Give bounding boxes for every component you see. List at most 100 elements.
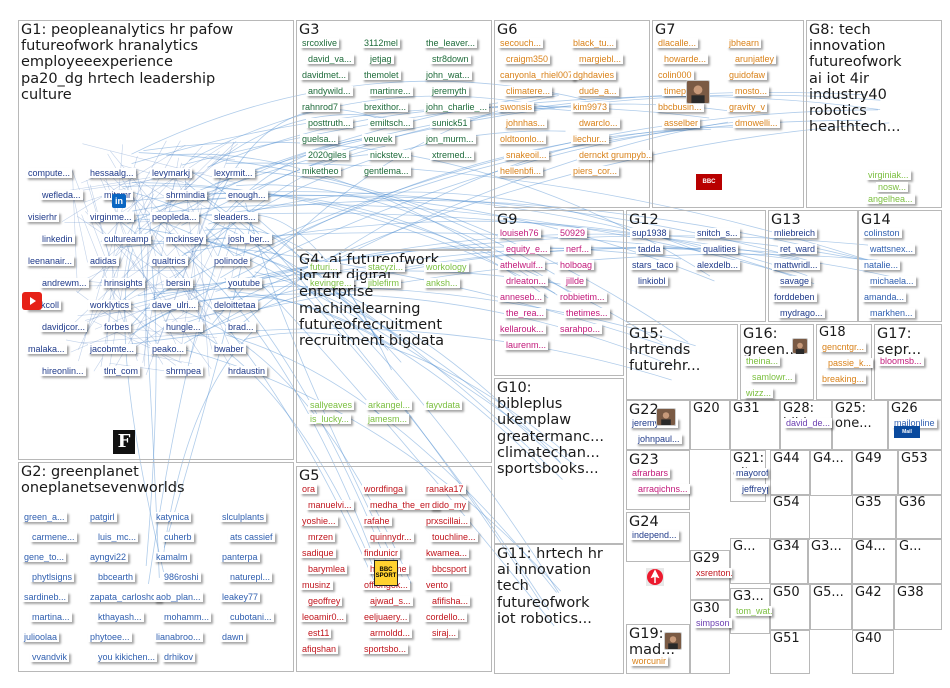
node-label[interactable]: dido_my	[430, 500, 468, 510]
bbc-sport-logo-icon[interactable]: BBC SPORT	[374, 560, 398, 586]
node-label[interactable]: cultureamp	[102, 234, 151, 244]
node-label[interactable]: hellenbfi...	[498, 166, 543, 176]
node-label[interactable]: 986roshi	[162, 572, 201, 582]
node-label[interactable]: dlacalle...	[656, 38, 698, 48]
node-label[interactable]: brad...	[226, 322, 256, 332]
node-label[interactable]: gencntgr...	[820, 342, 866, 352]
node-label[interactable]: sallyeaves	[308, 400, 354, 410]
node-label[interactable]: tadda	[636, 244, 663, 254]
node-label[interactable]: asselber	[662, 118, 700, 128]
node-label[interactable]: hrinsights	[102, 278, 145, 288]
forbes-logo-icon[interactable]: F	[113, 430, 135, 454]
node-label[interactable]: drleaton...	[504, 276, 548, 286]
profile-photo-icon[interactable]	[656, 408, 676, 426]
node-label[interactable]: hireonlin...	[40, 366, 86, 376]
bbc-news-logo-icon[interactable]: BBC NEWS	[696, 174, 722, 190]
node-label[interactable]: nosw...	[876, 182, 908, 192]
node-label[interactable]: colinston	[862, 228, 902, 238]
node-label[interactable]: arkangel...	[366, 400, 412, 410]
node-label[interactable]: themolet	[362, 70, 401, 80]
node-label[interactable]: martina...	[30, 612, 72, 622]
node-label[interactable]: jamesm...	[366, 414, 409, 424]
node-label[interactable]: michaela...	[868, 276, 916, 286]
node-label[interactable]: worcunir	[630, 656, 668, 666]
node-label[interactable]: wattsnex...	[868, 244, 915, 254]
node-label[interactable]: johnhas...	[504, 118, 547, 128]
node-label[interactable]: jiblefirm	[366, 278, 401, 288]
node-label[interactable]: findunicr	[362, 548, 400, 558]
node-label[interactable]: craigm350	[504, 54, 550, 64]
node-label[interactable]: armoldd...	[368, 628, 412, 638]
node-label[interactable]: independ...	[630, 530, 679, 540]
node-label[interactable]: cuherb	[162, 532, 194, 542]
node-label[interactable]: bersin	[164, 278, 193, 288]
node-label[interactable]: siraj...	[430, 628, 458, 638]
node-label[interactable]: louiseh76	[498, 228, 541, 238]
node-label[interactable]: secouch...	[498, 38, 543, 48]
node-label[interactable]: jetjag	[368, 54, 394, 64]
node-label[interactable]: alexdelb...	[695, 260, 740, 270]
node-label[interactable]: katynica	[154, 512, 191, 522]
node-label[interactable]: adidas	[88, 256, 119, 266]
node-label[interactable]: vvandvik	[30, 652, 69, 662]
node-label[interactable]: bloomsb...	[878, 356, 924, 366]
node-label[interactable]: is_lucky...	[308, 414, 351, 424]
node-label[interactable]: vento	[424, 580, 450, 590]
node-label[interactable]: ret_ward	[778, 244, 817, 254]
node-label[interactable]: breaking...	[820, 374, 866, 384]
node-label[interactable]: futuri...	[308, 262, 340, 272]
node-label[interactable]: virginme...	[88, 212, 134, 222]
node-label[interactable]: passie_k...	[826, 358, 873, 368]
node-label[interactable]: xtremed...	[430, 150, 474, 160]
node-label[interactable]: jacobmte...	[88, 344, 136, 354]
node-label[interactable]: kwamea...	[424, 548, 469, 558]
node-label[interactable]: polinode	[212, 256, 250, 266]
node-label[interactable]: carmene...	[30, 532, 77, 542]
node-label[interactable]: sleaders...	[212, 212, 258, 222]
node-label[interactable]: musinz	[300, 580, 333, 590]
node-label[interactable]: leenanair...	[26, 256, 74, 266]
node-label[interactable]: hessaalg...	[88, 168, 136, 178]
node-label[interactable]: slculplants	[220, 512, 266, 522]
node-label[interactable]: david_va...	[306, 54, 354, 64]
node-label[interactable]: sunick51	[430, 118, 470, 128]
node-label[interactable]: shrmpea	[164, 366, 203, 376]
node-label[interactable]: howarde...	[662, 54, 708, 64]
node-label[interactable]: martinre...	[368, 86, 413, 96]
node-label[interactable]: ranaka17	[424, 484, 466, 494]
node-label[interactable]: mliebreich	[772, 228, 817, 238]
node-label[interactable]: virginiak...	[866, 170, 911, 180]
node-label[interactable]: canyonla_rhiel007	[498, 70, 575, 80]
node-label[interactable]: str8down	[430, 54, 471, 64]
node-label[interactable]: posttruth...	[306, 118, 353, 128]
node-label[interactable]: john_charlie_...	[424, 102, 489, 112]
node-label[interactable]: natalie...	[862, 260, 900, 270]
node-label[interactable]: jillde	[564, 276, 586, 286]
node-label[interactable]: tlnt_com	[102, 366, 140, 376]
node-label[interactable]: thetimes...	[564, 308, 610, 318]
node-label[interactable]: 3112mel	[362, 38, 400, 48]
node-label[interactable]: oldtoonlo...	[498, 134, 546, 144]
node-label[interactable]: piers_cor...	[571, 166, 619, 176]
node-label[interactable]: leakey77	[220, 592, 260, 602]
node-label[interactable]: levymarkj	[150, 168, 192, 178]
node-label[interactable]: guelsa...	[300, 134, 338, 144]
node-label[interactable]: jbhearn	[727, 38, 761, 48]
node-label[interactable]: climatere...	[504, 86, 552, 96]
node-label[interactable]: nickstev...	[368, 150, 411, 160]
node-label[interactable]: dghdavies	[571, 70, 616, 80]
node-label[interactable]: equity_e...	[504, 244, 550, 254]
node-label[interactable]: green_a...	[22, 512, 67, 522]
node-label[interactable]: margiebl...	[577, 54, 623, 64]
node-label[interactable]: theina...	[744, 356, 780, 366]
node-label[interactable]: drhikov	[162, 652, 195, 662]
node-label[interactable]: gravity_v	[727, 102, 767, 112]
node-label[interactable]: yoshie...	[300, 516, 338, 526]
node-label[interactable]: phytlsigns	[30, 572, 74, 582]
node-label[interactable]: mydrago...	[778, 308, 825, 318]
profile-photo-icon[interactable]	[686, 80, 710, 104]
node-label[interactable]: wizz...	[744, 388, 773, 398]
node-label[interactable]: nerf...	[564, 244, 591, 254]
node-label[interactable]: visierhr	[26, 212, 59, 222]
linkedin-icon[interactable]: in	[112, 194, 126, 208]
